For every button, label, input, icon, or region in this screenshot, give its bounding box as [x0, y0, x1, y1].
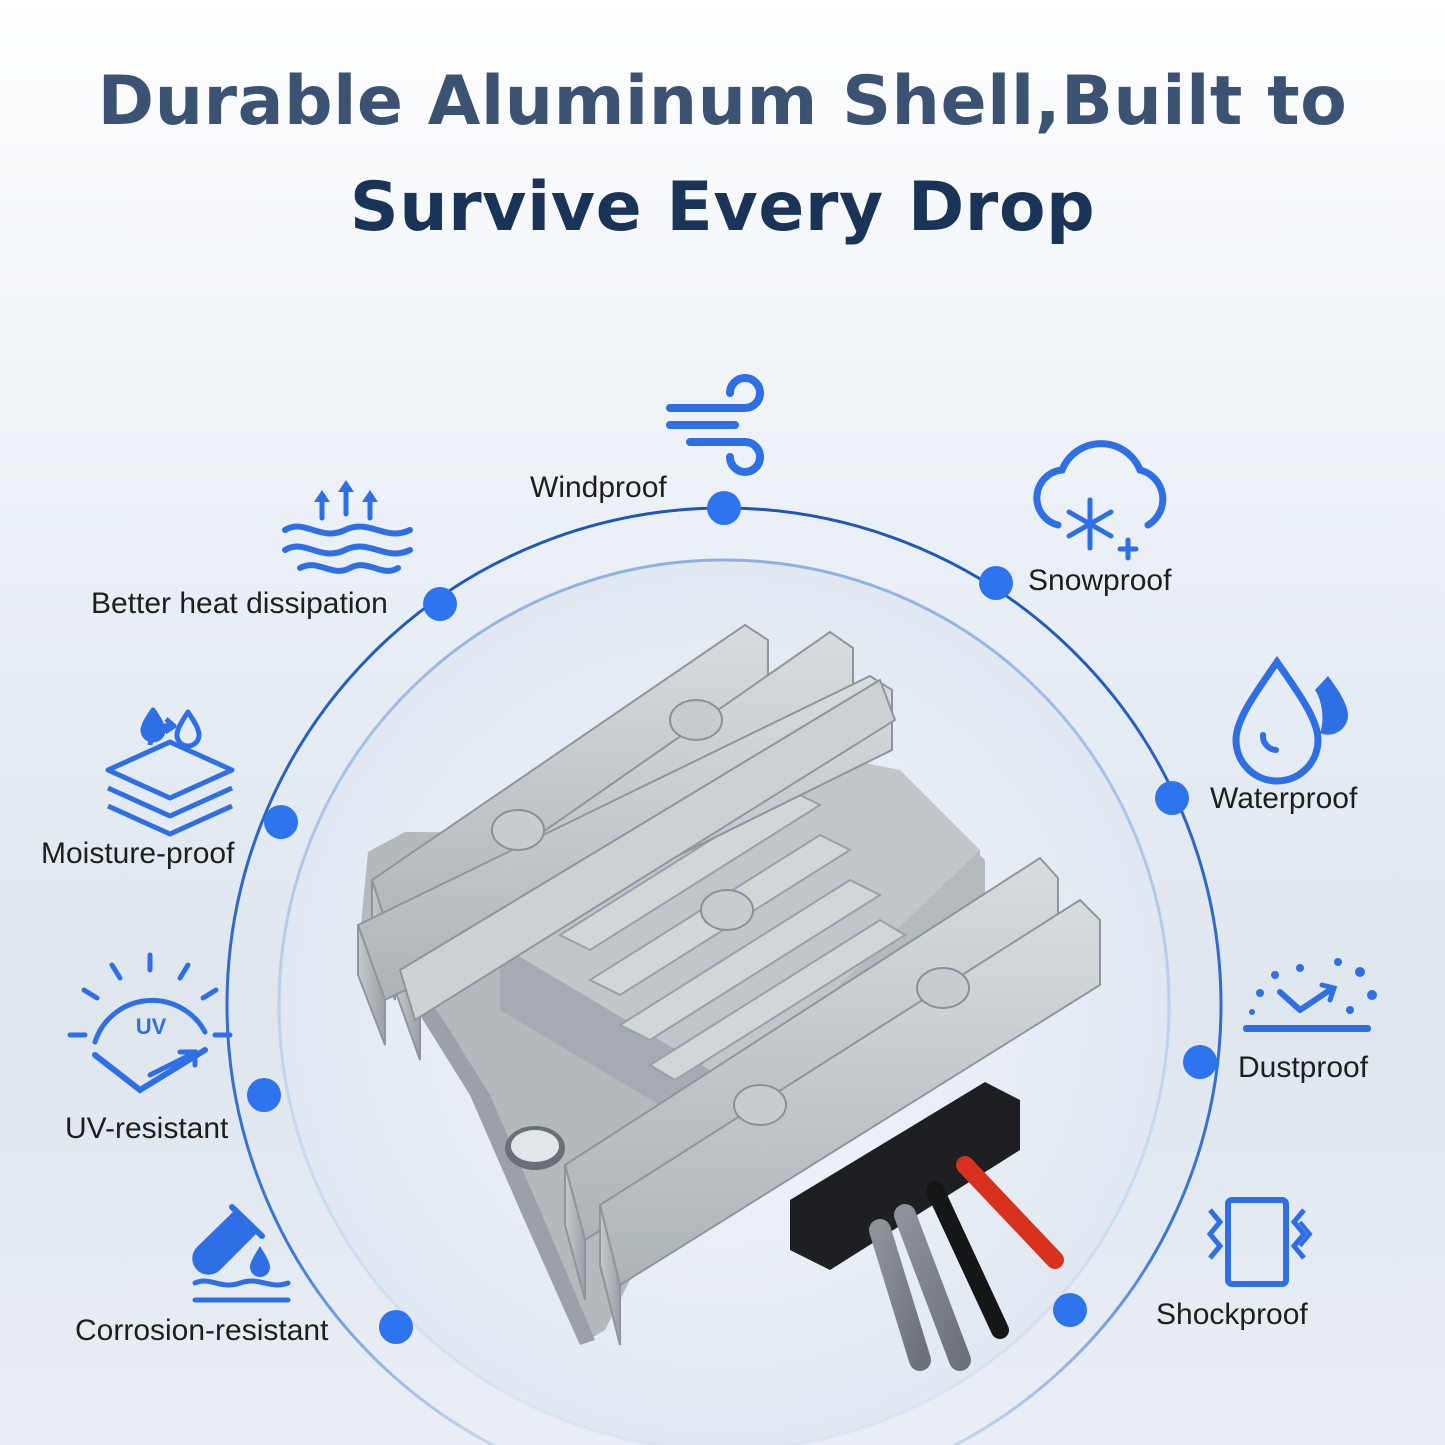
dot-uv	[247, 1078, 281, 1112]
dot-shockproof	[1053, 1293, 1087, 1327]
water-drops-icon	[1232, 655, 1348, 785]
layered-moisture-icon	[105, 707, 235, 837]
dot-dustproof	[1183, 1045, 1217, 1079]
feature-label-heat-dissipation: Better heat dissipation	[91, 587, 388, 620]
feature-label-windproof: Windproof	[530, 471, 667, 504]
dot-waterproof	[1155, 781, 1189, 815]
wire-gray	[869, 1219, 931, 1371]
dot-corrosion	[379, 1310, 413, 1344]
screw-bosses	[491, 699, 970, 1126]
headline-line-1: Durable Aluminum Shell,Built to	[97, 62, 1348, 141]
uv-badge: UV	[136, 1014, 167, 1039]
wire-red	[956, 1156, 1064, 1269]
test-tube-icon	[192, 1204, 291, 1303]
inner-ring	[277, 558, 1171, 1445]
dot-heat	[423, 587, 457, 621]
feature-label-moisture-proof: Moisture-proof	[41, 837, 235, 870]
converter-body	[356, 623, 1101, 1346]
heat-waves-icon	[282, 480, 413, 574]
dot-windproof	[707, 491, 741, 525]
snow-cloud-icon	[1033, 440, 1167, 561]
feature-label-waterproof: Waterproof	[1210, 782, 1358, 815]
fin-group-left	[356, 623, 897, 1061]
feature-label-snowproof: Snowproof	[1028, 564, 1172, 597]
dot-moisture	[264, 805, 298, 839]
fin-group-right	[563, 856, 1101, 1346]
dust-icon	[1243, 958, 1377, 1032]
cable-grommet	[790, 1082, 1064, 1371]
wind-icon	[666, 374, 764, 476]
feature-label-uv-resistant: UV-resistant	[65, 1112, 229, 1145]
sun-uv-icon	[67, 952, 233, 1094]
feature-label-dustproof: Dustproof	[1238, 1051, 1369, 1084]
dot-snowproof	[979, 566, 1013, 600]
feature-label-corrosion-resistant: Corrosion-resistant	[75, 1314, 329, 1347]
wire-black	[926, 1181, 1009, 1339]
feature-label-shockproof: Shockproof	[1156, 1298, 1308, 1331]
feature-dots	[247, 491, 1217, 1344]
vibration-phone-icon	[1206, 1197, 1313, 1287]
wire-gray	[894, 1204, 971, 1371]
headline-line-2: Survive Every Drop	[349, 168, 1096, 247]
